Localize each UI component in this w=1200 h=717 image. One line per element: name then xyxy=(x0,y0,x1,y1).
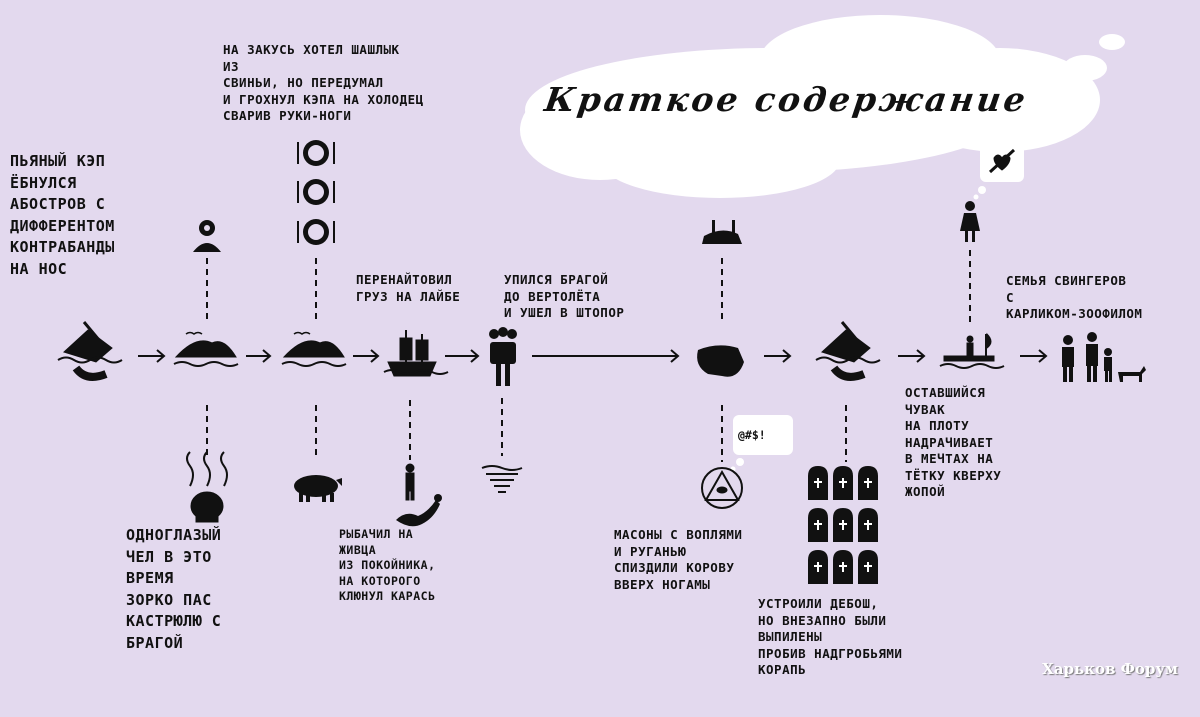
plate-icon xyxy=(297,140,335,166)
caption-fisher: Рыбачил на живца из покойника, на которо… xyxy=(339,527,436,603)
fish-bait-icon xyxy=(396,494,442,527)
crossed-heart-icon xyxy=(988,148,1016,174)
island-icon xyxy=(173,331,239,367)
plate-icon xyxy=(297,179,335,205)
raft-icon xyxy=(939,332,1005,369)
whirlpool-icon xyxy=(481,465,523,493)
caption-reload: Перенайтовил груз на лайбе xyxy=(356,272,461,304)
flow-arrows xyxy=(138,349,1048,363)
people-group-icon xyxy=(489,327,517,386)
island-icon xyxy=(281,331,347,367)
watermark: Харьков Форум xyxy=(1042,660,1178,678)
dead-cow-icon xyxy=(702,220,742,244)
caption-masons: Масоны с воплями и руганью спиздили коро… xyxy=(614,527,743,592)
hanged-man-icon xyxy=(405,463,415,501)
family-icon xyxy=(1062,332,1146,382)
title-cloud xyxy=(520,15,1125,198)
caption-drunk-brew: Упился брагой до вертолёта и ушел в штоп… xyxy=(504,272,625,320)
page-title: Краткое содержание xyxy=(542,80,1031,119)
speech-bubble xyxy=(730,415,793,472)
one-eyed-man-icon xyxy=(193,220,221,252)
dashed-connectors xyxy=(206,250,971,462)
thought-bubble xyxy=(973,142,1024,200)
caption-one-eye: Одноглазый чел в это время зорко пас кас… xyxy=(126,526,222,652)
caption-drunk-cap: Пьяный кэп ёбнулся абостров с дифференто… xyxy=(10,152,115,278)
mason-eye-icon xyxy=(701,467,743,509)
cow-icon xyxy=(697,345,744,377)
plate-icon xyxy=(297,219,335,245)
grave-crosses xyxy=(814,478,872,572)
pig-icon xyxy=(294,475,342,502)
woman-icon xyxy=(960,201,980,242)
shipwreck-icon xyxy=(815,321,881,381)
pot-icon xyxy=(186,451,228,523)
caption-shashlik: На закусь хотел шашлык из свиньи, но пер… xyxy=(223,42,424,123)
caption-riot: Устроили дебош, но внезапно были выпилен… xyxy=(758,596,903,677)
caption-raft: Оставшийся чувак на плоту надрачивает в … xyxy=(905,385,1002,499)
shipwreck-icon xyxy=(57,321,123,381)
swear-symbols: @#$! xyxy=(738,428,766,442)
caption-family: Семья свингеров с карликом-зоофилом xyxy=(1006,273,1143,321)
ship-icon xyxy=(383,330,449,377)
